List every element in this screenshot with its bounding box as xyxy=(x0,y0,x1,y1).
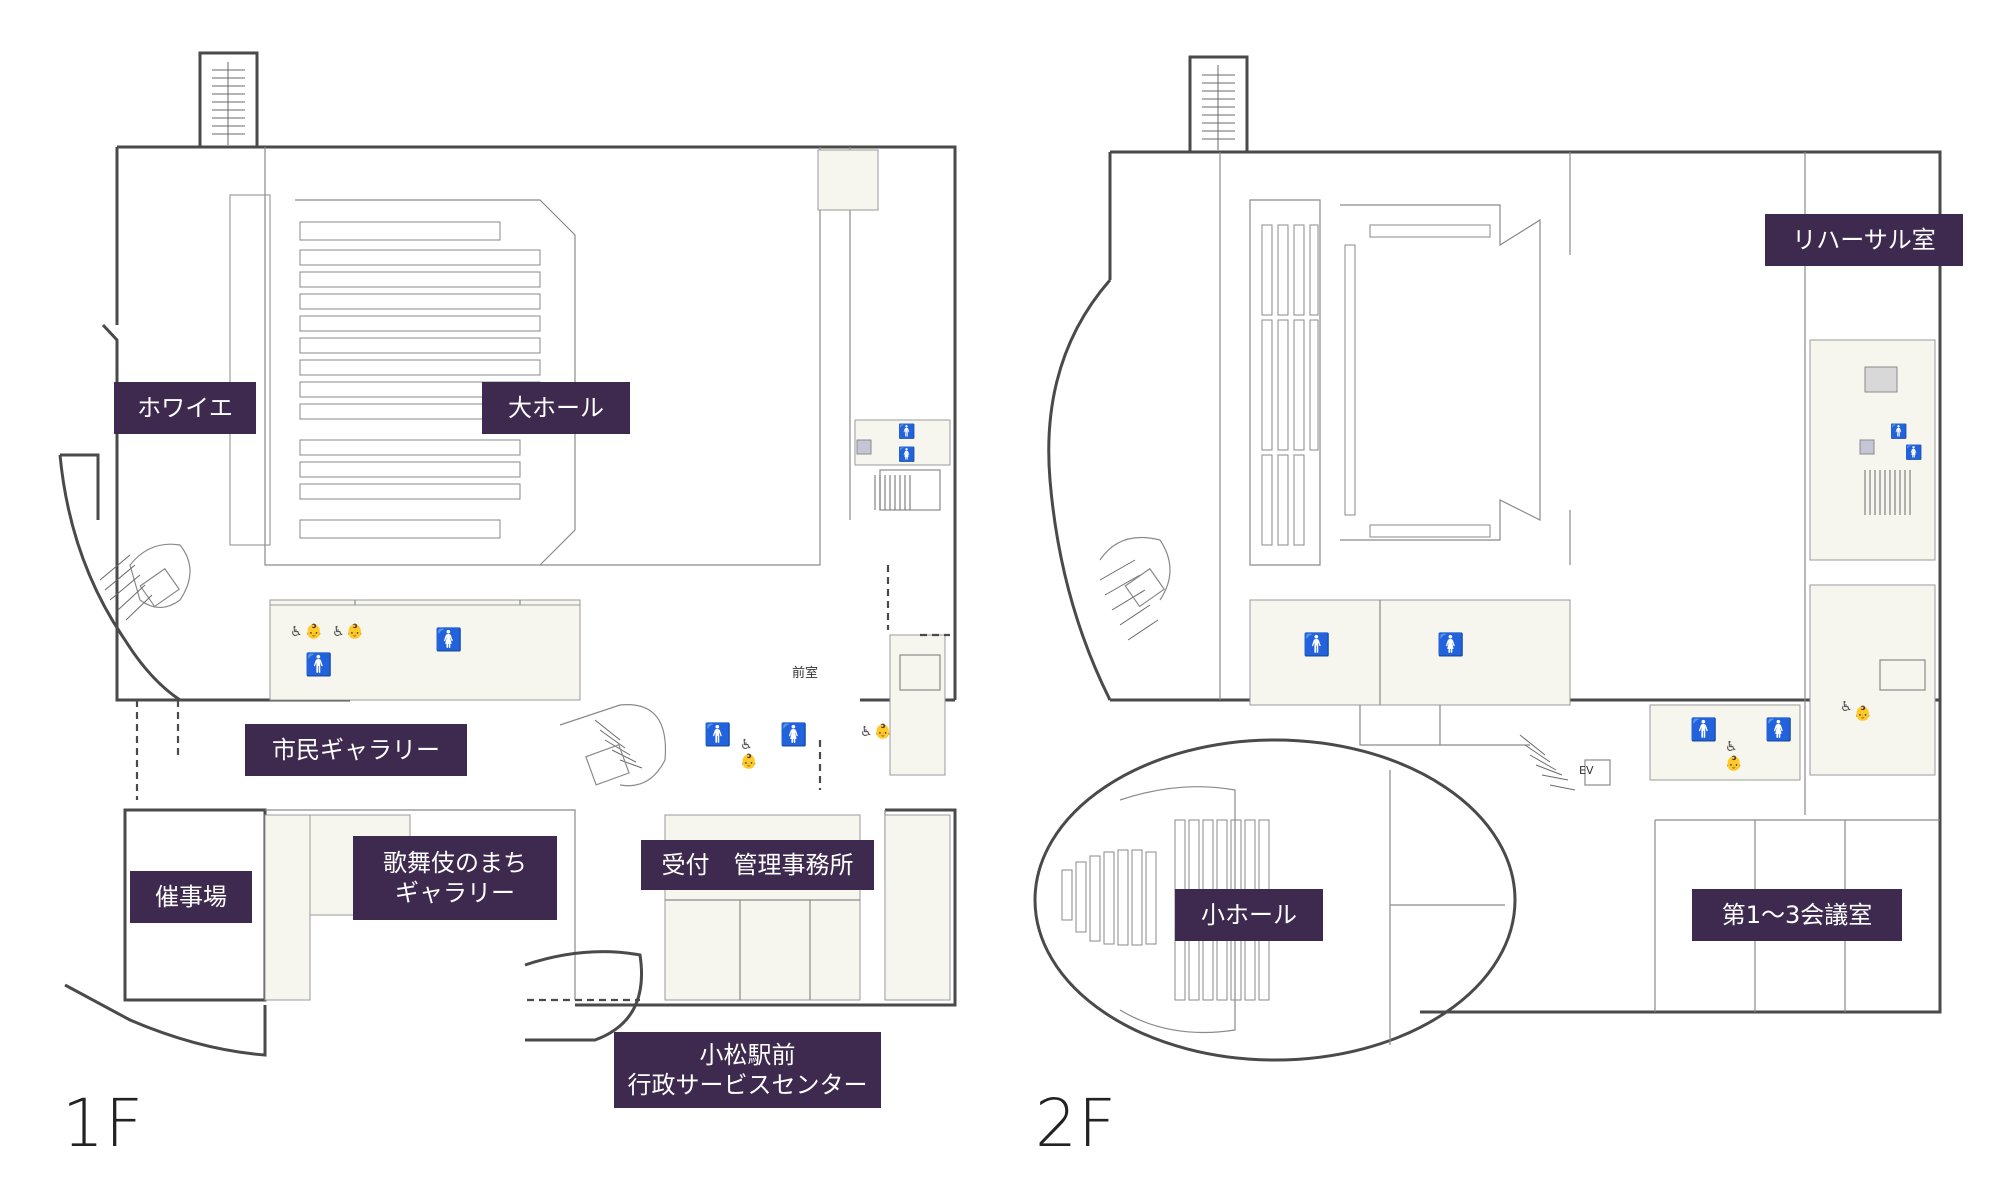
room-label-rehearsal-room: リハーサル室 xyxy=(1765,214,1963,266)
male-restroom-icon: 🚹 xyxy=(1890,424,1908,440)
male-restroom-icon: 🚹 xyxy=(1303,633,1331,658)
male-restroom-icon: 🚹 xyxy=(305,653,333,678)
room-label-foyer: ホワイエ xyxy=(114,382,256,434)
floor-1f-title: 1F xyxy=(62,1085,144,1162)
room-label-kabuki-gallery-line1: 歌舞伎のまち xyxy=(383,849,527,877)
baby-care-icon: 👶 xyxy=(874,724,892,740)
accessible-restroom-icon: ♿ xyxy=(1840,699,1853,715)
male-restroom-icon: 🚹 xyxy=(704,723,732,748)
baby-care-icon: 👶 xyxy=(740,754,758,770)
elevator-label: EV xyxy=(1579,764,1594,777)
floor-2f-title: 2F xyxy=(1035,1085,1117,1162)
baby-care-icon: 👶 xyxy=(346,624,364,640)
room-label-meeting-rooms: 第1〜3会議室 xyxy=(1692,889,1902,941)
accessible-restroom-icon: ♿ xyxy=(1725,739,1738,755)
male-restroom-icon: 🚹 xyxy=(1690,718,1718,743)
room-label-service-center-line1: 小松駅前 xyxy=(699,1041,796,1069)
room-label-service-center-line2: 行政サービスセンター xyxy=(627,1071,868,1099)
room-label-kabuki-gallery: 歌舞伎のまち ギャラリー xyxy=(353,836,557,920)
baby-care-icon: 👶 xyxy=(1725,756,1743,772)
accessible-restroom-icon: ♿ xyxy=(290,624,303,640)
accessible-restroom-icon: ♿ xyxy=(332,624,345,640)
room-label-citizen-gallery: 市民ギャラリー xyxy=(245,724,467,776)
room-label-kabuki-gallery-line2: ギャラリー xyxy=(395,879,515,907)
floor-2f-plan xyxy=(1033,55,1942,1062)
female-restroom-icon: 🚺 xyxy=(780,723,808,748)
accessible-restroom-icon: ♿ xyxy=(740,737,753,753)
room-label-small-hall: 小ホール xyxy=(1175,889,1323,941)
baby-care-icon: 👶 xyxy=(1854,706,1872,722)
female-restroom-icon: 🚺 xyxy=(1905,445,1923,461)
baby-care-icon: 👶 xyxy=(305,624,323,640)
room-label-service-center: 小松駅前 行政サービスセンター xyxy=(614,1032,881,1108)
room-label-event-space: 催事場 xyxy=(130,871,252,923)
female-restroom-icon: 🚺 xyxy=(435,628,463,653)
female-restroom-icon: 🚺 xyxy=(1765,718,1793,743)
room-label-anteroom: 前室 xyxy=(792,666,819,681)
room-label-reception: 受付 管理事務所 xyxy=(641,840,874,890)
room-label-main-hall: 大ホール xyxy=(482,382,630,434)
male-restroom-icon: 🚹 xyxy=(898,424,916,440)
female-restroom-icon: 🚺 xyxy=(898,447,916,463)
female-restroom-icon: 🚺 xyxy=(1437,633,1465,658)
accessible-restroom-icon: ♿ xyxy=(860,724,873,740)
